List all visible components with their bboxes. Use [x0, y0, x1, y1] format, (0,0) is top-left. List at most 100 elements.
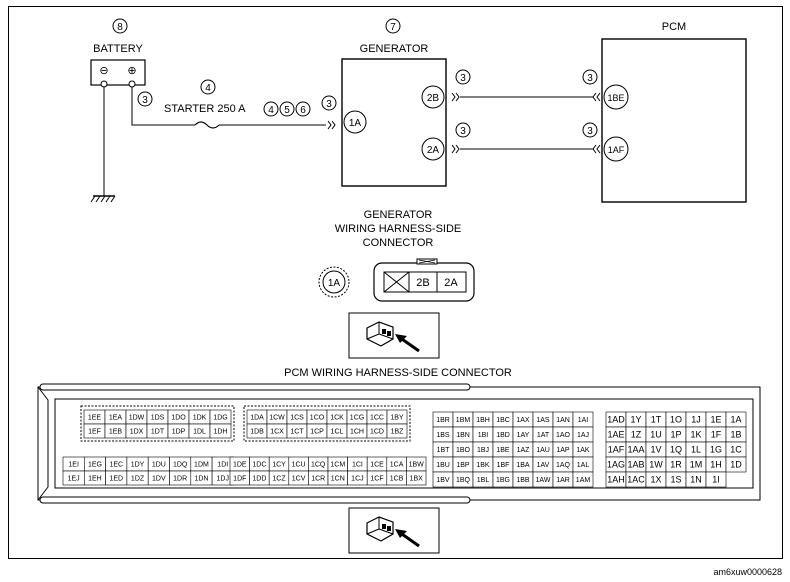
pcm-pin-label: 1CE: [370, 462, 384, 469]
pcm-pin-label: 1AL: [577, 462, 590, 469]
pcm-pin-label: 1CW: [269, 415, 285, 422]
gen-connector-pin-2a: 2A: [444, 277, 458, 289]
battery-label: BATTERY: [93, 43, 143, 55]
diagram-frame: [8, 6, 783, 559]
pcm-pin-label: 1DS: [151, 415, 165, 422]
pcm-pin-label: 1AQ: [556, 462, 571, 469]
pcm-connector-housing: [37, 383, 761, 504]
battery-wire-callout: 3: [142, 95, 148, 106]
pcm-pin-label: 1DD: [252, 476, 266, 483]
pcm-pin-label: 1DO: [171, 415, 186, 422]
pcm-pin-cell: [572, 471, 594, 488]
pcm-pin-label: 1DZ: [131, 476, 145, 483]
pcm-pin-label: 1S: [670, 475, 681, 485]
pcm-pin-label: 1BD: [496, 432, 510, 439]
pcm-pin-label: 1CH: [350, 429, 364, 436]
pcm-pin-label: 1G: [710, 445, 722, 455]
pcm-pin-label: 1BS: [436, 432, 450, 439]
pcm-pin-label: 1Z: [631, 430, 642, 440]
connector-mark-1a: [327, 120, 336, 130]
generator-terminal-1a: [343, 110, 367, 134]
pcm-box: [601, 38, 747, 203]
pcm-pin-label: 1I: [712, 475, 720, 485]
pcm-pin-label: 1AJ: [577, 432, 589, 439]
pcm-pin-label: 1N: [690, 475, 702, 485]
pcm-pin-label: 1CD: [370, 429, 384, 436]
pcm-pin-label: 1BZ: [391, 429, 405, 436]
gen-connector-pin-2b: 2B: [416, 277, 429, 289]
pcm-pin-label: 1AM: [576, 477, 591, 484]
pcm-pin-label: 1BC: [496, 417, 510, 424]
pcm-pin-label: 1BX: [410, 476, 424, 483]
pcm-pin-label: 1CZ: [272, 476, 286, 483]
pcm-pin-label: 1BI: [478, 432, 489, 439]
pcm-pin-label: 1AA: [627, 445, 644, 455]
gen-connector-single-pin: 1A: [328, 278, 341, 289]
pcm-pin-label: 1BP: [456, 462, 470, 469]
pcm-pin-label: 1DY: [131, 462, 145, 469]
pcm-pin-label: 1CO: [310, 415, 325, 422]
pcm-pin-label: 1BY: [390, 415, 404, 422]
pcm-pin-label: 1AF: [608, 445, 625, 455]
pcm-pin-label: 1BA: [516, 462, 530, 469]
pcm-pin-label: 1T: [651, 415, 662, 425]
pcm-pin-label: 1AT: [537, 432, 550, 439]
gen-connector-title-2: WIRING HARNESS-SIDE: [335, 223, 462, 235]
pcm-pin-label: 1BU: [436, 462, 450, 469]
pcm-pin-label: 1BV: [436, 477, 450, 484]
pcm-pin-label: 1AY: [517, 432, 530, 439]
pcm-pin-label: 1AW: [536, 477, 551, 484]
pcm-pin-label: 1EH: [88, 476, 102, 483]
fuse-label: STARTER 250 A: [164, 103, 246, 115]
ground-icon: [90, 195, 116, 203]
harness-side-view-icon: [347, 311, 441, 360]
pcm-pin-label: 1E: [710, 415, 721, 425]
gen-connector-title-3: CONNECTOR: [363, 237, 434, 249]
generator-label: GENERATOR: [360, 43, 429, 55]
pcm-pin-label: 1DL: [193, 429, 206, 436]
pcm-pin-label: 1EI: [68, 462, 79, 469]
fuse-ref-1: 4: [268, 105, 274, 116]
pcm-pin-label: 1CL: [331, 429, 344, 436]
pcm-pin-label: 1EA: [109, 415, 123, 422]
pcm-pin-label: 1EC: [109, 462, 123, 469]
pcm-pin-label: 1AO: [556, 432, 571, 439]
connector-mark-2b: [451, 92, 460, 102]
generator-terminal-1a-label: 1A: [349, 118, 362, 129]
pcm-pin-label: 1W: [649, 460, 663, 470]
pcm-pin-label: 1AZ: [517, 447, 531, 454]
pcm-terminal-1be-label: 1BE: [607, 93, 624, 103]
pcm-pin-cell: [705, 471, 727, 488]
pcm-pin-label: 1CQ: [311, 462, 326, 469]
pcm-pin-label: 1BO: [456, 447, 471, 454]
pcm-pin-label: 1EJ: [68, 476, 80, 483]
connector-mark-1af: [592, 144, 601, 154]
pcm-pin-label: 1CT: [290, 429, 304, 436]
pcm-pin-label: 1DQ: [173, 462, 188, 469]
pcm-pin-label: 1AC: [627, 475, 645, 485]
pcm-pin-label: 1AK: [576, 447, 590, 454]
pcm-pin-label: 1AE: [607, 430, 624, 440]
pcm-pin-label: 1EG: [88, 462, 102, 469]
pcm-pin-label: 1DG: [213, 415, 227, 422]
pcm-pin-label: 1EE: [88, 415, 102, 422]
pcm-pin-label: 1BR: [436, 417, 450, 424]
pcm-pin-cell: [386, 423, 408, 439]
pcm-pin-label: 1A: [730, 415, 741, 425]
battery-callout: [112, 18, 128, 34]
pcm-pin-label: 1CI: [352, 462, 363, 469]
pcm-pin-label: 1AR: [556, 477, 570, 484]
pcm-pin-label: 1D: [730, 460, 742, 470]
generator-terminal-2b: [421, 85, 445, 109]
pcm-harness-side-view-icon: [347, 506, 441, 555]
pcm-pin-label: 1DK: [193, 415, 207, 422]
pcm-pin-label: 1DE: [233, 462, 247, 469]
pcm-pin-label: 1AD: [607, 415, 625, 425]
pcm-pin-label: 1M: [690, 460, 703, 470]
pcm-pin-label: 1BW: [409, 462, 425, 469]
generator-1a-wire-callout: 3: [326, 99, 332, 110]
pcm-pin-label: 1Q: [670, 445, 682, 455]
pcm-pin-label: 1DT: [151, 429, 165, 436]
battery-minus-icon: ⊖: [99, 65, 108, 77]
generator-terminal-2b-label: 2B: [427, 93, 440, 104]
